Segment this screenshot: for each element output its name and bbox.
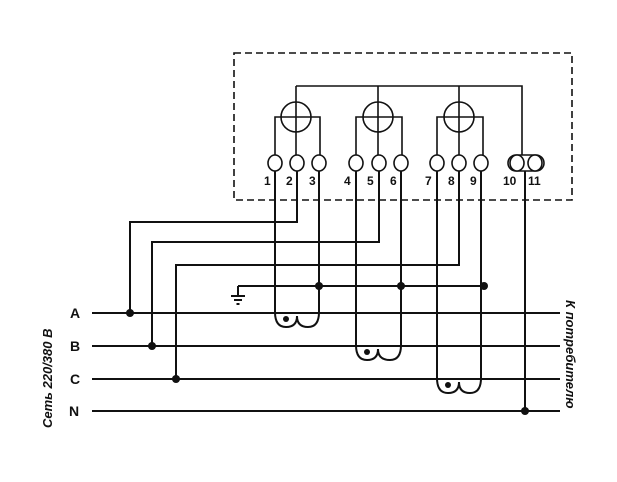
terminal-label-2: 2 bbox=[286, 174, 293, 188]
terminal bbox=[371, 154, 387, 172]
current-transformer-icon bbox=[436, 377, 482, 395]
meter-enclosure bbox=[233, 52, 573, 201]
terminal bbox=[527, 154, 543, 172]
terminal-label-8: 8 bbox=[448, 174, 455, 188]
terminal bbox=[509, 154, 525, 172]
terminal bbox=[267, 154, 283, 172]
terminal-label-3: 3 bbox=[309, 174, 316, 188]
current-coil-icon bbox=[436, 101, 484, 156]
terminal-block bbox=[267, 154, 545, 172]
phase-label-b: B bbox=[70, 338, 80, 354]
terminal bbox=[348, 154, 364, 172]
phase-label-n: N bbox=[69, 403, 79, 419]
terminal-label-5: 5 bbox=[367, 174, 374, 188]
ground-icon bbox=[231, 295, 245, 305]
wire-terminal-8-to-c bbox=[175, 171, 460, 379]
terminal-label-11: 11 bbox=[528, 174, 541, 188]
terminal bbox=[451, 154, 467, 172]
current-coil-icon bbox=[355, 101, 403, 156]
current-transformer-icon bbox=[355, 344, 402, 362]
terminal-label-4: 4 bbox=[344, 174, 351, 188]
terminal-label-10: 10 bbox=[503, 174, 517, 188]
terminal bbox=[473, 154, 489, 172]
current-transformer-icon bbox=[274, 311, 320, 329]
terminal bbox=[429, 154, 445, 172]
terminal-label-1: 1 bbox=[264, 174, 271, 188]
terminal-label-9: 9 bbox=[470, 174, 477, 188]
terminal-label-7: 7 bbox=[425, 174, 432, 188]
junction-dots bbox=[126, 282, 529, 415]
phase-label-a: A bbox=[70, 305, 80, 321]
terminal-label-6: 6 bbox=[390, 174, 397, 188]
wire-terminal-2-to-a bbox=[129, 171, 298, 313]
meter-voltage-bus bbox=[296, 85, 523, 156]
network-label: Сеть 220/380 В bbox=[40, 329, 55, 429]
terminal bbox=[393, 154, 409, 172]
consumer-label: К потребителю bbox=[563, 300, 578, 408]
terminal bbox=[289, 154, 305, 172]
current-coil-icon bbox=[274, 101, 321, 156]
wire-terminal-5-to-b bbox=[151, 171, 380, 346]
phase-label-c: C bbox=[70, 371, 80, 387]
terminal bbox=[311, 154, 327, 172]
